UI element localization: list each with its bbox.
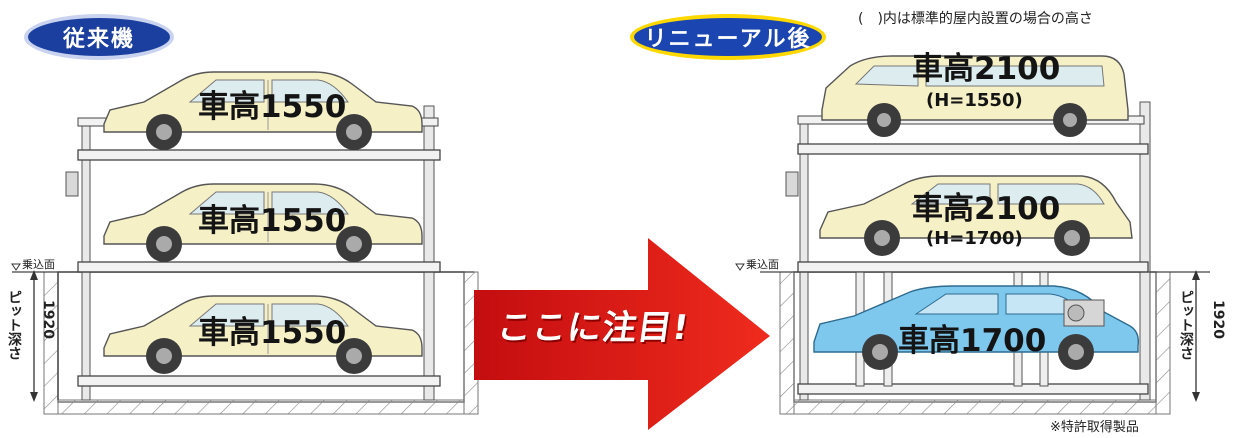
before-pit-value: 1920 [40,300,56,339]
before-badge: 従来機 [24,14,174,60]
before-boarding-label: 乗込面 [22,258,55,271]
before-structure [11,105,479,415]
after-pit-value: 1920 [1210,300,1226,339]
after-level-2-label: 車高2100 [912,191,1061,227]
after-pit-label: ピット深さ [1178,290,1194,360]
after-level-1-sub: (H=1550) [926,90,1023,111]
patent-note: ※特許取得製品 [1050,420,1139,435]
before-pit-label: ピット深さ [6,290,22,360]
after-boarding-label: 乗込面 [746,258,779,271]
after-level-3-label: 車高1700 [898,323,1047,359]
after-badge: リニューアル後 [630,14,826,60]
before-level-3-label: 車高1550 [198,315,347,351]
after-structure [735,101,1210,415]
lift-mechanism [1063,299,1105,327]
before-level-2-label: 車高1550 [198,203,347,239]
after-level-1-label: 車高2100 [912,51,1061,87]
after-level-2-sub: (H=1700) [926,228,1023,249]
before-level-1-label: 車高1550 [198,89,347,125]
focus-arrow [474,238,770,430]
focus-arrow-label: ここに注目! [494,308,692,348]
height-note: ( )内は標準的屋内設置の場合の高さ [858,11,1093,27]
